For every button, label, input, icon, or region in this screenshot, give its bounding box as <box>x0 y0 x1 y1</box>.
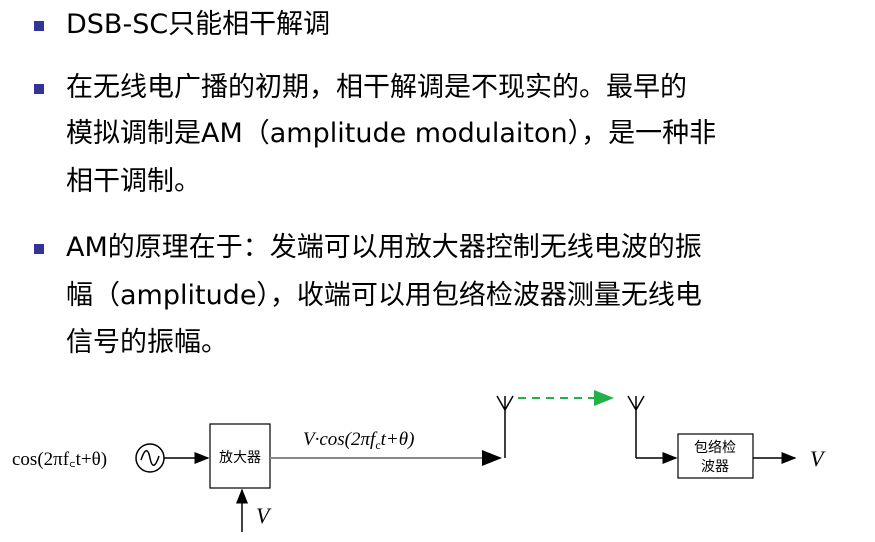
oscillator-icon <box>135 443 165 473</box>
bullet-3-line-1: AM的原理在于：发端可以用放大器控制无线电波的振 <box>66 232 702 263</box>
transmit-antenna-icon <box>496 395 514 458</box>
output-label: V <box>810 446 826 471</box>
bullet-marker <box>34 21 44 31</box>
control-label: V <box>256 503 272 528</box>
bullet-marker <box>34 84 44 94</box>
modulated-signal-label: V·cos(2πfct+θ) <box>303 429 414 452</box>
receive-antenna-icon <box>627 395 645 458</box>
detector-label-line-1: 包络检 <box>694 440 736 456</box>
bullet-1-line-1: DSB-SC只能相干解调 <box>66 9 331 40</box>
amplifier-label: 放大器 <box>219 450 261 466</box>
envelope-detector-block <box>677 433 754 479</box>
bullet-2-line-2: 模拟调制是AM（amplitude modulaiton），是一种非 <box>66 118 717 149</box>
amplifier-block <box>209 423 271 489</box>
bullet-2-line-3: 相干调制。 <box>66 166 201 197</box>
bullet-3-line-3: 信号的振幅。 <box>66 327 228 358</box>
input-signal-label: cos(2πf꜀t+θ) <box>12 449 107 470</box>
bullet-marker <box>34 244 44 254</box>
detector-label-line-2: 波器 <box>701 459 729 475</box>
bullet-2-line-1: 在无线电广播的初期，相干解调是不现实的。最早的 <box>66 72 687 103</box>
bullet-3-line-2: 幅（amplitude），收端可以用包络检波器测量无线电 <box>66 280 702 311</box>
